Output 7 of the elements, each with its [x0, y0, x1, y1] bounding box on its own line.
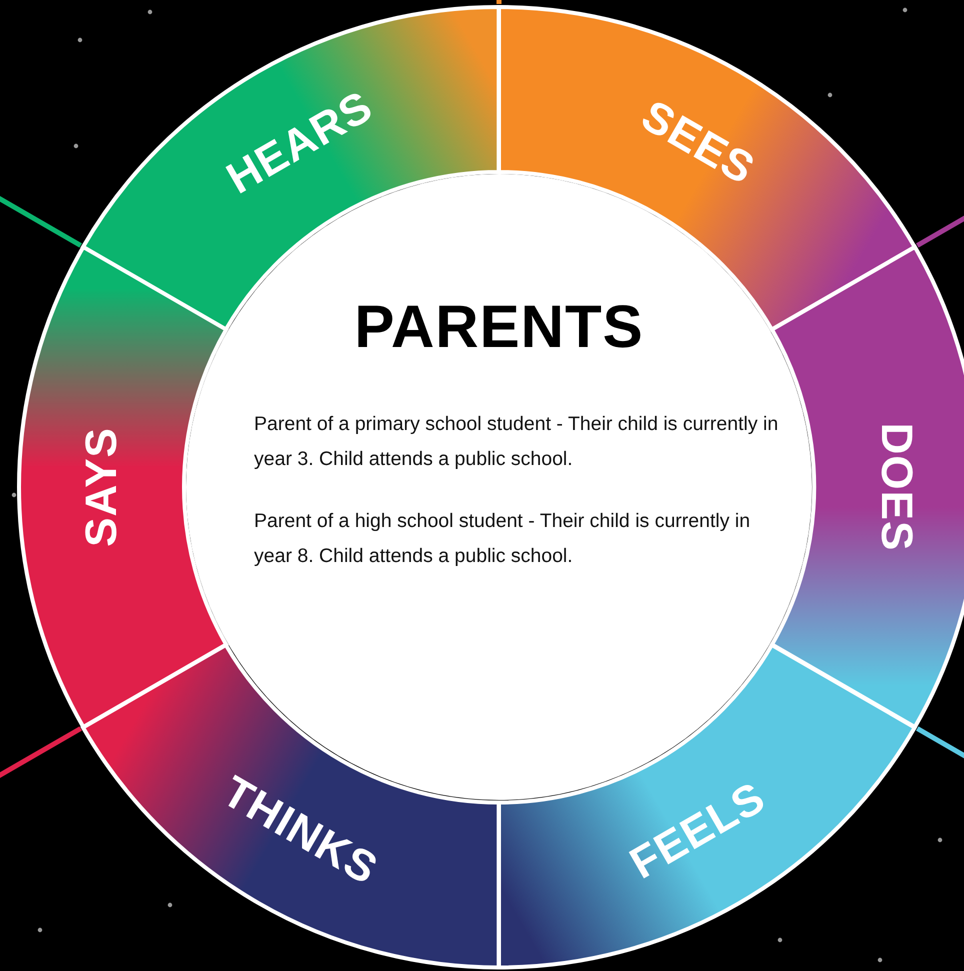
persona-description: Parent of a high school student - Their child is currently in year 8. Child attends a public school. [254, 509, 752, 569]
ring-segment [497, 642, 917, 969]
persona-title: PARENTS [353, 292, 645, 361]
persona-description: Parent of a primary school student - Their child is currently in year 3. Child attends a public school. [254, 412, 780, 472]
segment-label: DOES [871, 422, 922, 552]
segment-label: SAYS [76, 427, 126, 547]
ring-segment [17, 245, 228, 729]
